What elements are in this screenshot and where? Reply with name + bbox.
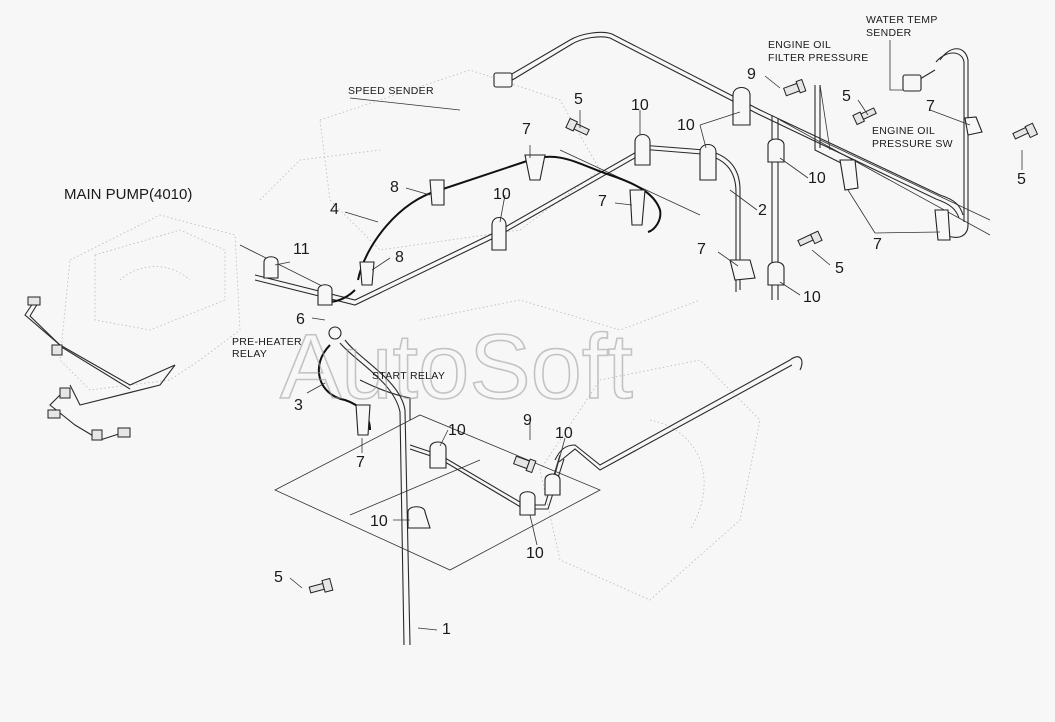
pump-fitting-2 — [51, 344, 63, 356]
callout-6: 6 — [296, 311, 305, 328]
callout-5-b: 5 — [842, 88, 851, 105]
label-eng-oil-filter-1: ENGINE OIL — [768, 39, 831, 51]
label-main-pump: MAIN PUMP(4010) — [64, 186, 192, 203]
label-pre-heater-1: PRE-HEATER — [232, 336, 302, 348]
callout-10-b: 10 — [631, 97, 649, 114]
callout-2: 2 — [758, 202, 767, 219]
clamp-8-upper — [429, 179, 445, 206]
engine-ghost-outline — [59, 69, 761, 601]
pump-fitting-1 — [27, 296, 41, 306]
clamp-10-center — [491, 216, 507, 251]
callout-11: 11 — [293, 241, 310, 258]
pump-fitting-5 — [91, 429, 103, 441]
clamp-7-mid — [629, 189, 646, 226]
clamp-7-lower — [355, 404, 371, 436]
callout-10-i: 10 — [555, 425, 573, 442]
label-eng-oil-sw-1: ENGINE OIL — [872, 125, 935, 137]
callout-10-f: 10 — [448, 422, 466, 439]
clamp-7-upper — [524, 154, 546, 181]
clamp-7-engine-a — [839, 159, 859, 191]
label-eng-oil-filter-2: FILTER PRESSURE — [768, 52, 869, 64]
label-pre-heater-2: RELAY — [232, 348, 267, 360]
callout-10-e: 10 — [803, 289, 821, 306]
callout-8-b: 8 — [395, 249, 404, 266]
reference-lines — [239, 40, 991, 571]
label-water-temp-2: SENDER — [866, 27, 912, 39]
pump-fitting-3 — [59, 387, 71, 399]
clamp-10-lower-right — [767, 261, 785, 286]
callout-4: 4 — [330, 201, 339, 218]
water-temp-connector — [902, 74, 922, 92]
callout-3: 3 — [294, 397, 303, 414]
callout-7-e: 7 — [926, 98, 935, 115]
pump-fitting-6 — [117, 427, 131, 438]
clamp-10-vertical — [767, 138, 785, 163]
callout-5-d: 5 — [1017, 171, 1026, 188]
callout-7-f: 7 — [873, 236, 882, 253]
callout-7-d: 7 — [356, 454, 365, 471]
clamp-6 — [317, 284, 333, 306]
pump-fitting-4 — [47, 409, 61, 419]
callout-1: 1 — [442, 621, 451, 638]
callout-9-b: 9 — [523, 412, 532, 429]
callout-5-a: 5 — [574, 91, 583, 108]
connectors — [27, 72, 922, 441]
callout-10-a: 10 — [493, 186, 511, 203]
callout-10-g: 10 — [370, 513, 388, 530]
label-start-relay: START RELAY — [372, 370, 445, 382]
clamp-10-start — [429, 441, 447, 469]
part-callouts: 1 2 3 4 5 5 5 5 5 6 7 7 7 7 7 7 8 8 9 9 … — [274, 66, 1026, 638]
clamp-7-engine-b — [934, 209, 951, 241]
clamp-10-top — [634, 133, 651, 166]
component-labels: MAIN PUMP(4010) SPEED SENDER PRE-HEATER … — [64, 14, 953, 382]
clamp-8-lower — [359, 261, 375, 286]
bolts — [308, 78, 1039, 594]
clamp-11 — [263, 256, 279, 279]
leader-lines — [274, 75, 1023, 631]
callout-9-a: 9 — [747, 66, 756, 83]
label-water-temp-1: WATER TEMP — [866, 14, 938, 26]
clamp-10-oil — [732, 86, 751, 126]
callout-10-h: 10 — [526, 545, 544, 562]
callout-5-e: 5 — [274, 569, 283, 586]
clamp-10-bottom — [519, 491, 536, 516]
label-eng-oil-sw-2: PRESSURE SW — [872, 138, 953, 150]
callout-8-a: 8 — [390, 179, 399, 196]
label-speed-sender: SPEED SENDER — [348, 85, 434, 97]
clamp-7-sender — [964, 116, 983, 136]
callout-5-c: 5 — [835, 260, 844, 277]
speed-sender-connector — [493, 72, 513, 88]
clamp-10-vertical-main — [407, 506, 431, 529]
callout-7-c: 7 — [697, 241, 706, 258]
callout-10-c: 10 — [677, 117, 695, 134]
pre-heater-terminal — [328, 326, 342, 340]
callout-7-a: 7 — [522, 121, 531, 138]
watermark: AutoSoft — [280, 316, 633, 418]
callout-7-b: 7 — [598, 193, 607, 210]
callout-10-d: 10 — [808, 170, 826, 187]
clamp-10-pipe2 — [699, 143, 717, 181]
clamp-10-right-bottom — [544, 473, 561, 496]
clamps — [263, 86, 983, 529]
